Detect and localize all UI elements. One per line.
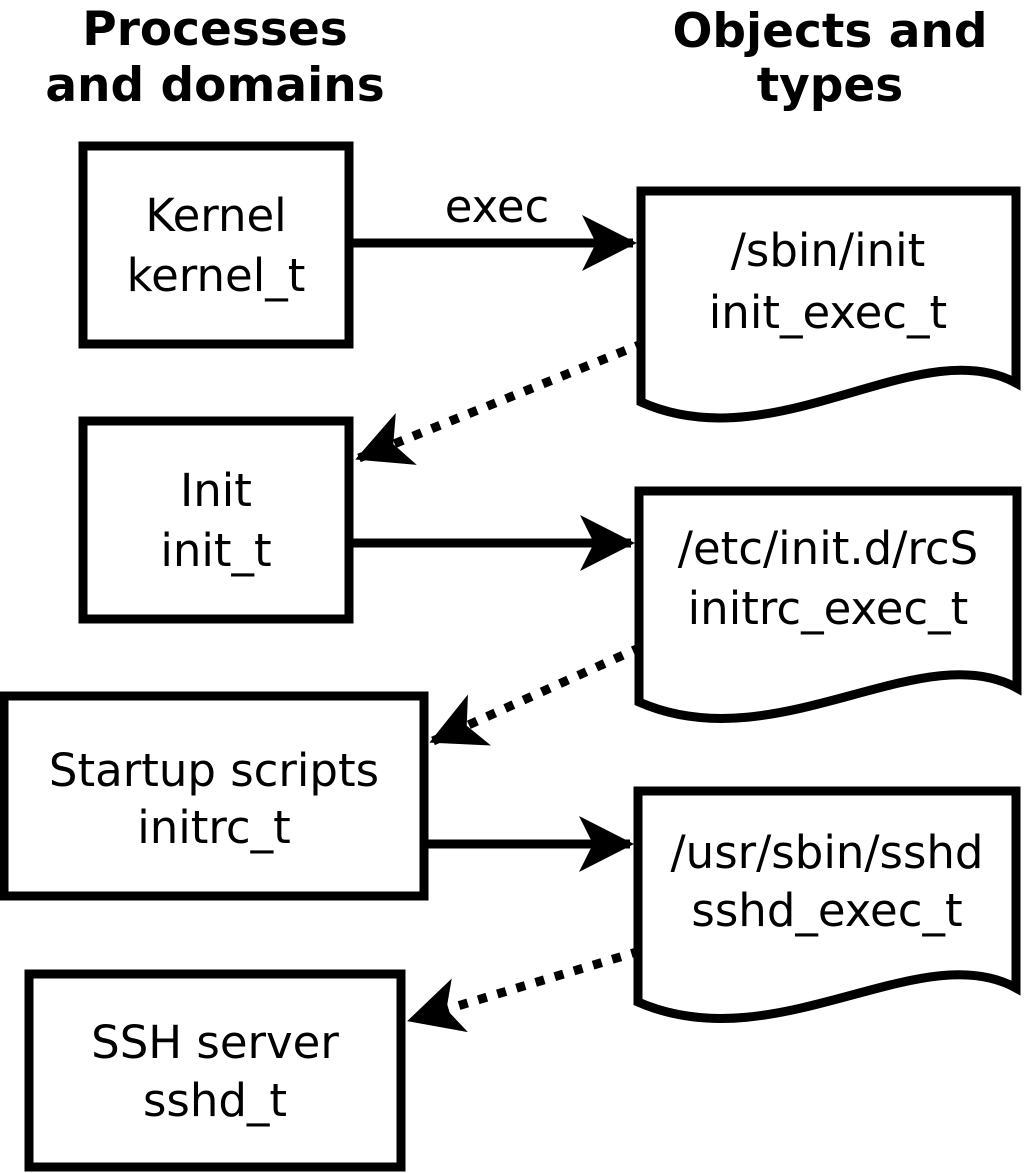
process-box-kernel: [78, 141, 354, 349]
process-node-startup-scripts: Startup scripts initrc_t: [0, 691, 429, 901]
process-box-startup-scripts: [0, 691, 429, 901]
header-processes-line2: and domains: [45, 58, 384, 113]
object-doc-usr-sbin-sshd: [633, 786, 1021, 1023]
process-kernel-type: kernel_t: [127, 249, 306, 302]
transition-arrow-sbin-init-to-init-t: [355, 338, 646, 465]
exec-arrow-label: exec: [445, 180, 550, 233]
header-processes-line1: Processes: [82, 2, 347, 57]
object-doc-etc-initd-rcs: [634, 486, 1022, 723]
object-rcs-type: initrc_exec_t: [688, 582, 969, 635]
object-node-usr-sbin-sshd: /usr/sbin/sshd sshd_exec_t: [633, 786, 1021, 1023]
process-startup-name: Startup scripts: [49, 744, 379, 797]
object-node-sbin-init: /sbin/init init_exec_t: [636, 186, 1021, 423]
object-node-etc-initd-rcs: /etc/init.d/rcS initrc_exec_t: [634, 486, 1022, 723]
header-objects-line2: types: [757, 58, 904, 113]
transition-arrow-rcs-to-initrc-t: [429, 642, 643, 746]
header-objects-line1: Objects and: [672, 4, 987, 59]
process-kernel-name: Kernel: [145, 189, 286, 242]
process-init-name: Init: [180, 464, 252, 517]
column-header-processes: Processes and domains: [45, 2, 384, 113]
transition-arrow-sshd-to-sshd-t: [407, 946, 642, 1033]
object-sshd-type: sshd_exec_t: [691, 884, 962, 937]
process-init-type: init_t: [160, 524, 271, 577]
object-rcs-path: /etc/init.d/rcS: [678, 522, 978, 575]
process-box-init: [78, 416, 354, 624]
column-header-objects: Objects and types: [672, 4, 987, 113]
process-ssh-type: sshd_t: [143, 1074, 287, 1127]
process-ssh-name: SSH server: [91, 1016, 339, 1069]
process-startup-type: initrc_t: [137, 801, 291, 854]
process-box-ssh-server: [24, 969, 406, 1172]
object-doc-sbin-init: [636, 186, 1021, 423]
object-sbin-init-path: /sbin/init: [731, 224, 926, 277]
object-sshd-path: /usr/sbin/sshd: [671, 826, 984, 879]
process-node-init: Init init_t: [78, 416, 354, 624]
process-node-ssh-server: SSH server sshd_t: [24, 969, 406, 1172]
process-node-kernel: Kernel kernel_t: [78, 141, 354, 349]
object-sbin-init-type: init_exec_t: [709, 286, 947, 339]
